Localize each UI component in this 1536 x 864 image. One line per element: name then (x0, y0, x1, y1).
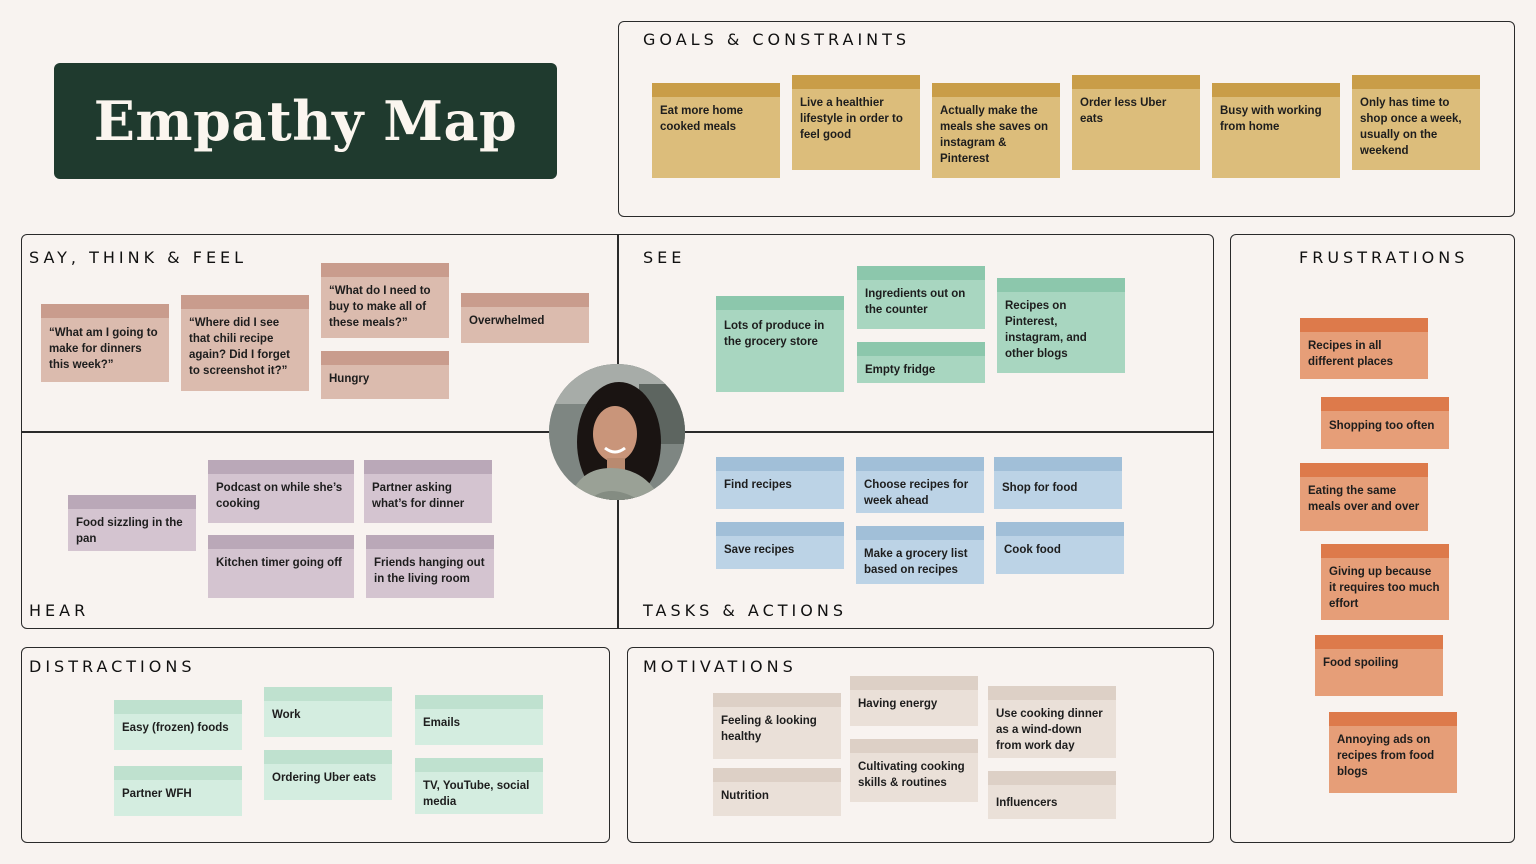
sticky-note: Busy with working from home (1212, 83, 1340, 178)
goals-panel (618, 21, 1515, 217)
see-heading: SEE (643, 248, 686, 267)
sticky-note: Cultivating cooking skills & routines (850, 739, 978, 802)
sticky-note: Live a healthier lifestyle in order to f… (792, 75, 920, 170)
sticky-note: Easy (frozen) foods (114, 700, 242, 750)
sticky-note: Overwhelmed (461, 293, 589, 343)
sticky-note: Kitchen timer going off (208, 535, 354, 598)
sticky-note: Ingredients out on the counter (857, 266, 985, 329)
sticky-note: Choose recipes for week ahead (856, 457, 984, 513)
motivations-panel (627, 647, 1214, 843)
sticky-note: Food sizzling in the pan (68, 495, 196, 551)
sticky-note: Lots of produce in the grocery store (716, 296, 844, 392)
motivations-heading: MOTIVATIONS (643, 657, 797, 676)
sticky-note: Recipes in all different places (1300, 318, 1428, 379)
sticky-note: Influencers (988, 771, 1116, 819)
sticky-note: Cook food (996, 522, 1124, 574)
persona-portrait-icon (549, 364, 685, 500)
sticky-note: Giving up because it requires too much e… (1321, 544, 1449, 620)
sticky-note: Feeling & looking healthy (713, 693, 841, 759)
frustrations-heading: FRUSTRATIONS (1299, 248, 1469, 267)
sticky-note: Recipes on Pinterest, instagram, and oth… (997, 278, 1125, 373)
persona-avatar (549, 364, 685, 500)
sticky-note: Shop for food (994, 457, 1122, 509)
sticky-note: Partner WFH (114, 766, 242, 816)
sticky-note: Eat more home cooked meals (652, 83, 780, 178)
frustrations-panel (1230, 234, 1515, 843)
sticky-note: Order less Uber eats (1072, 75, 1200, 170)
sticky-note: Emails (415, 695, 543, 745)
sticky-note: Save recipes (716, 522, 844, 569)
sticky-note: Use cooking dinner as a wind-down from w… (988, 686, 1116, 758)
title-block: Empathy Map (54, 63, 557, 179)
sticky-note: Find recipes (716, 457, 844, 509)
sticky-note: Friends hanging out in the living room (366, 535, 494, 598)
sticky-note: TV, YouTube, social media (415, 758, 543, 814)
distractions-heading: DISTRACTIONS (29, 657, 196, 676)
distractions-panel (21, 647, 610, 843)
sticky-note: Empty fridge (857, 342, 985, 383)
sticky-note: Eating the same meals over and over (1300, 463, 1428, 531)
sticky-note: Partner asking what’s for dinner (364, 460, 492, 523)
page-title: Empathy Map (93, 89, 518, 153)
sticky-note: Shopping too often (1321, 397, 1449, 449)
sticky-note: “Where did I see that chili recipe again… (181, 295, 309, 391)
sticky-note: Ordering Uber eats (264, 750, 392, 800)
goals-heading: GOALS & CONSTRAINTS (643, 30, 911, 49)
sticky-note: Food spoiling (1315, 635, 1443, 696)
say-heading: SAY, THINK & FEEL (29, 248, 248, 267)
sticky-note: Podcast on while she’s cooking (208, 460, 354, 523)
sticky-note: “What do I need to buy to make all of th… (321, 263, 449, 338)
sticky-note: Make a grocery list based on recipes (856, 526, 984, 584)
sticky-note: Work (264, 687, 392, 737)
sticky-note: Only has time to shop once a week, usual… (1352, 75, 1480, 170)
sticky-note: “What am I going to make for dinners thi… (41, 304, 169, 382)
sticky-note: Nutrition (713, 768, 841, 816)
sticky-note: Actually make the meals she saves on ins… (932, 83, 1060, 178)
tasks-heading: TASKS & ACTIONS (643, 601, 847, 620)
sticky-note: Annoying ads on recipes from food blogs (1329, 712, 1457, 793)
hear-heading: HEAR (29, 601, 90, 620)
sticky-note: Hungry (321, 351, 449, 399)
sticky-note: Having energy (850, 676, 978, 726)
